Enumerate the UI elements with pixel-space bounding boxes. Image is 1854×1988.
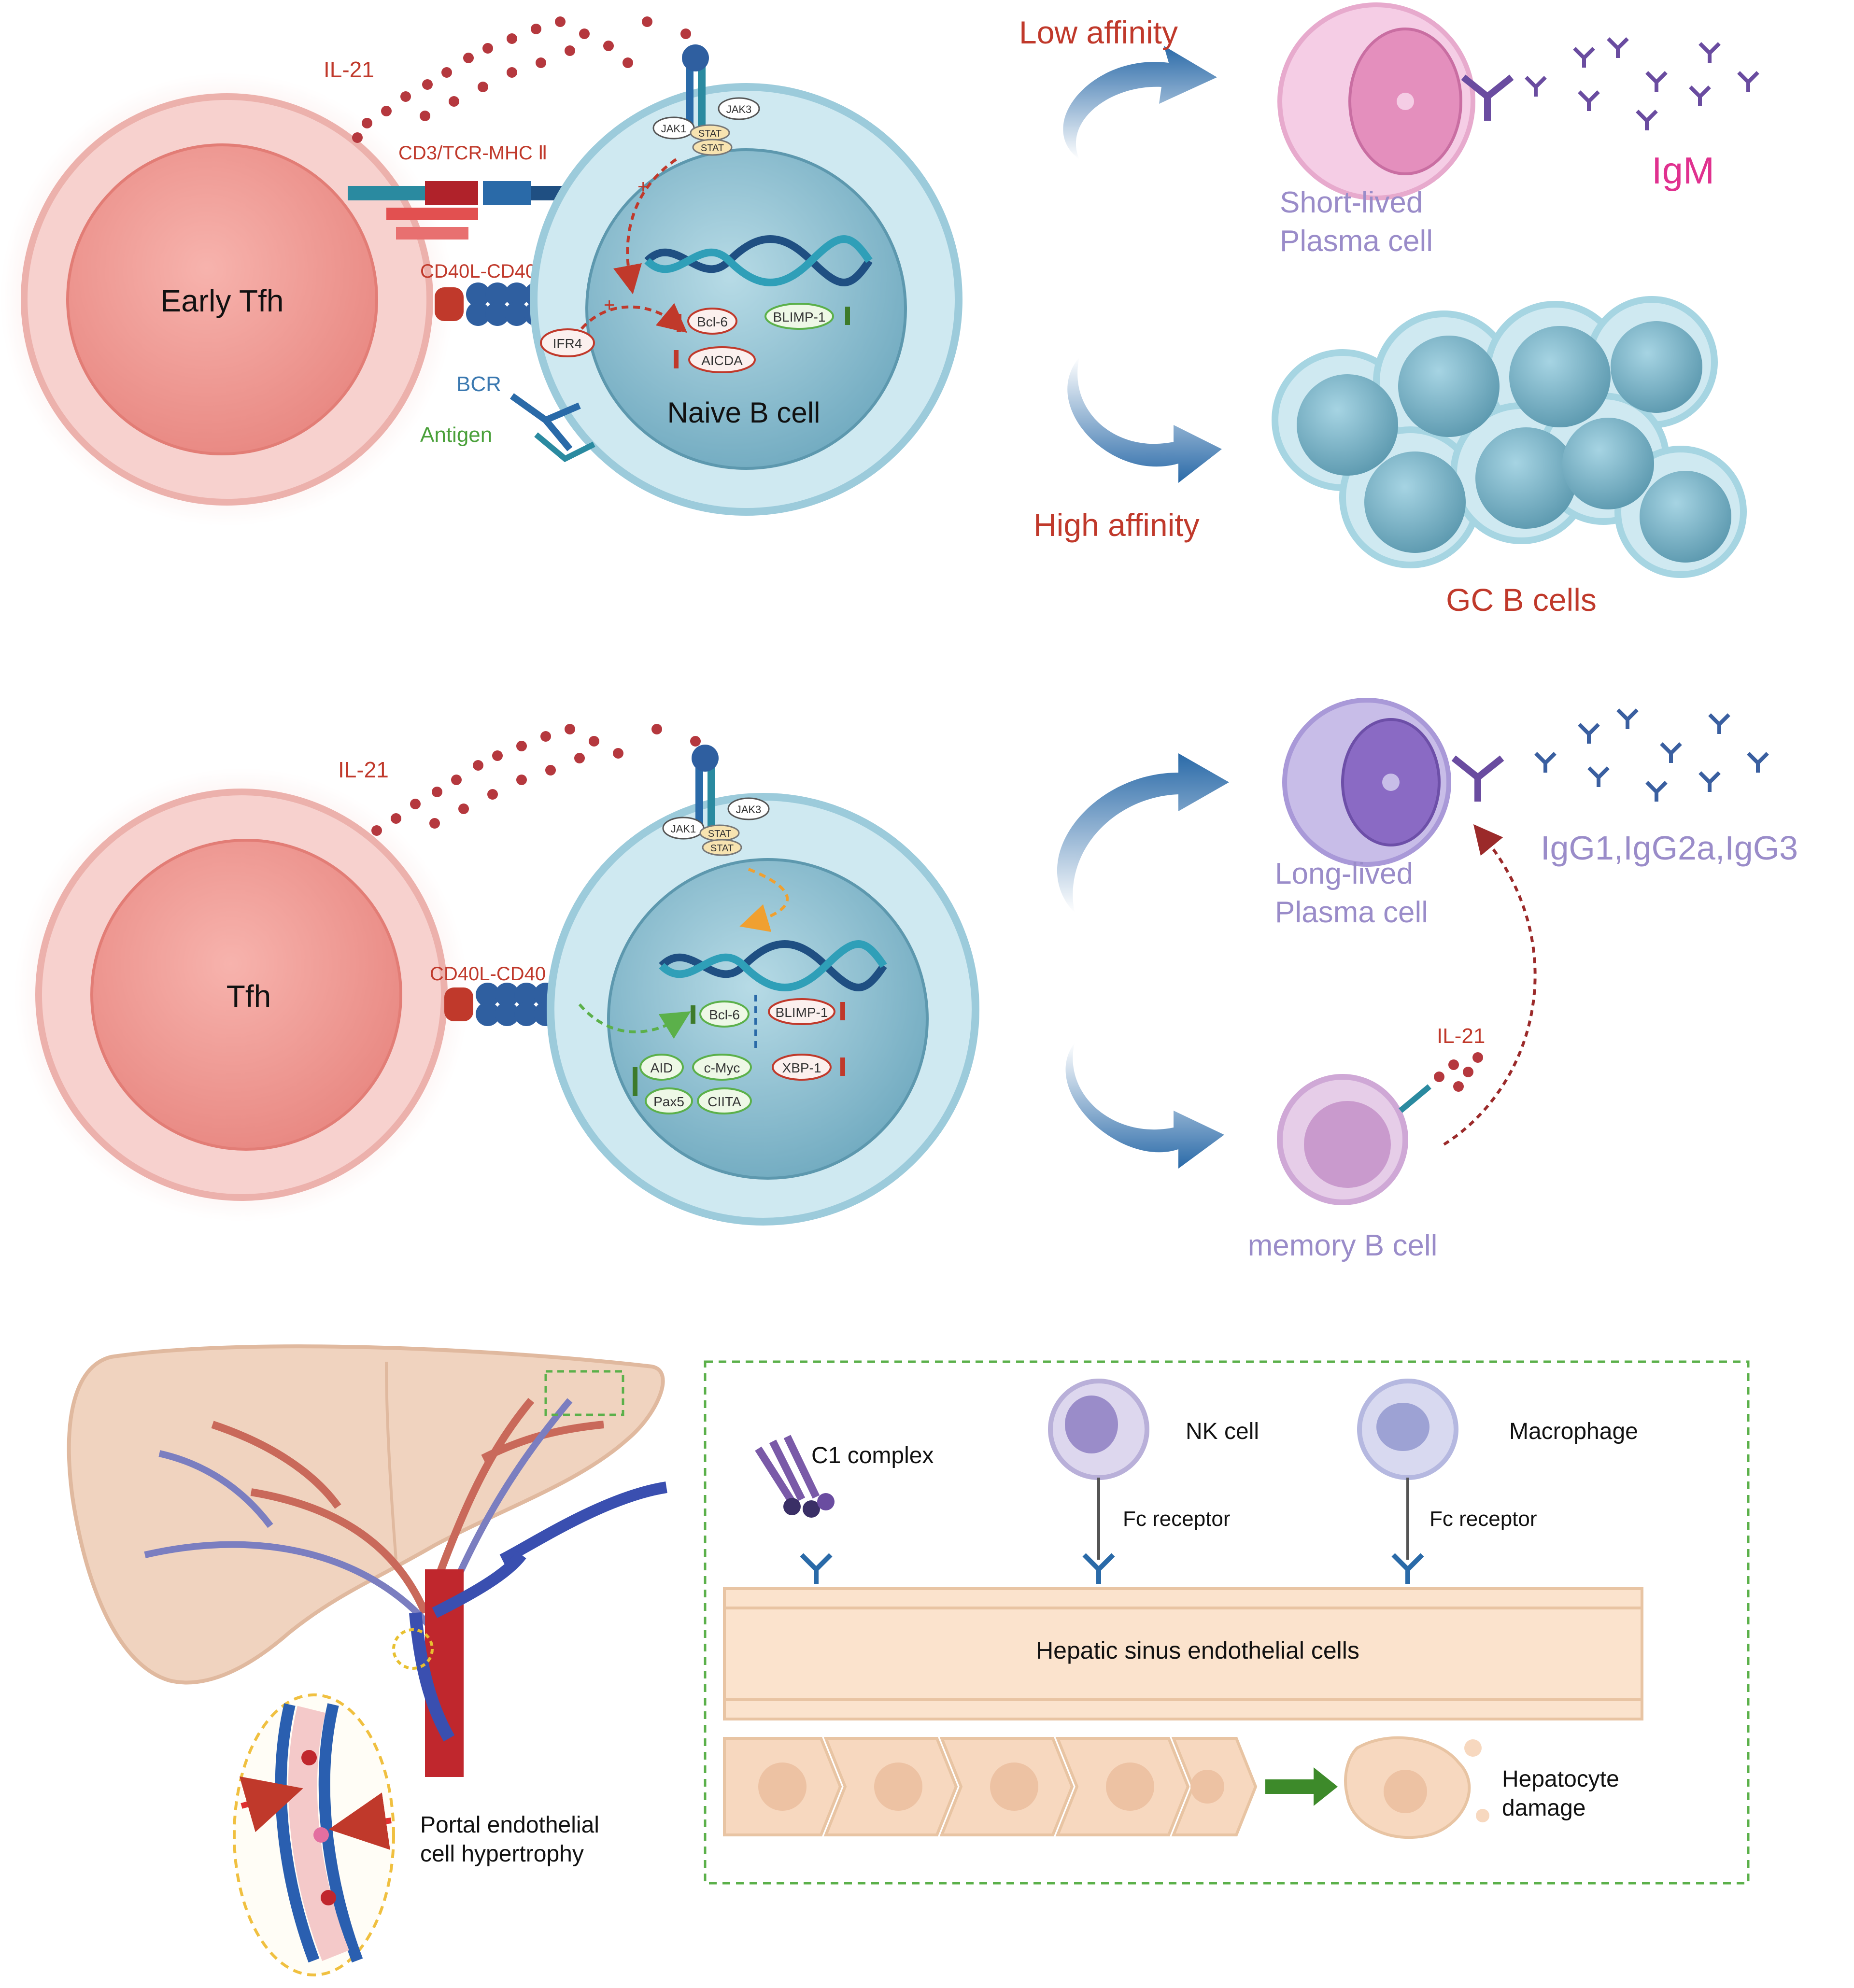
blimp1-label-a: BLIMP-1 — [773, 310, 826, 324]
cd40l-cd40-label-a: CD40L-CD40 — [420, 261, 536, 282]
jak1-label-a: JAK1 — [661, 123, 687, 135]
long-lived-label-2: Plasma cell — [1275, 896, 1428, 929]
high-affinity-label: High affinity — [1033, 507, 1200, 543]
differentiation-arrows-b — [1057, 753, 1229, 1169]
il21-label-b: IL-21 — [338, 757, 389, 782]
cd3-tcr-mhc-label: CD3/TCR-MHC Ⅱ — [398, 142, 548, 164]
fc-receptor-label-2: Fc receptor — [1429, 1507, 1537, 1531]
memory-b-cell-label: memory B cell — [1248, 1229, 1438, 1262]
long-lived-label-1: Long-lived — [1275, 857, 1413, 890]
plus-2: + — [604, 295, 615, 316]
bcl6-label-b: Bcl-6 — [709, 1007, 740, 1022]
long-lived-plasma-cell — [1282, 698, 1504, 867]
c1-complex-label: C1 complex — [811, 1443, 934, 1468]
macrophage-label: Macrophage — [1509, 1419, 1638, 1444]
gc-b-cells-label: GC B cells — [1446, 582, 1597, 618]
aid-label: AID — [651, 1060, 673, 1075]
hepatocyte-damage-label-2: damage — [1502, 1795, 1585, 1821]
igm-antibodies — [1525, 37, 1759, 130]
portal-vessel-detail — [233, 1693, 395, 1976]
il21-dots-a — [352, 16, 701, 143]
panel-b: Tfh IL-21 CD40L-CD40 — [14, 698, 1798, 1262]
il21-dots-b — [371, 724, 710, 836]
nk-cell — [1048, 1379, 1149, 1584]
fc-receptor-label-1: Fc receptor — [1123, 1507, 1231, 1531]
naive-b-cell: Naive B cell JAK1 JAK3 STAT STAT + + Bcl… — [509, 44, 962, 516]
il21-label-memory: IL-21 — [1437, 1024, 1485, 1048]
panel-c: Portal endothelial cell hypertrophy C1 c… — [67, 1344, 1750, 1976]
tcr-mhc-receptors — [348, 181, 575, 240]
bcl6-label-a: Bcl-6 — [697, 314, 728, 329]
hepatic-sinus-label: Hepatic sinus endothelial cells — [1036, 1637, 1359, 1664]
stat-a1-label: STAT — [698, 128, 722, 139]
b-cell-b: JAK1 JAK3 STAT STAT Bcl-6 BLIMP-1 AID c-… — [547, 745, 979, 1226]
hepatocyte-damage-label-1: Hepatocyte — [1502, 1766, 1619, 1792]
plus-1: + — [637, 176, 649, 197]
memory-il21-dots — [1434, 1052, 1483, 1092]
sinusoid-endothelium — [723, 1587, 1643, 1720]
short-lived-label-1: Short-lived — [1280, 186, 1423, 219]
gc-b-cells-cluster — [1272, 296, 1747, 578]
ciita-label: CIITA — [708, 1094, 741, 1109]
low-affinity-label: Low affinity — [1019, 14, 1178, 50]
zoom-box — [704, 1360, 1750, 1885]
ifr4-label: IFR4 — [553, 336, 582, 351]
early-tfh-label: Early Tfh — [161, 283, 284, 318]
liver — [67, 1344, 667, 1777]
jak3-label-a: JAK3 — [726, 103, 752, 115]
naive-b-cell-label: Naive B cell — [667, 396, 821, 429]
memory-b-cell — [1277, 1074, 1431, 1205]
pax5-label: Pax5 — [653, 1094, 684, 1109]
jak1-label-b: JAK1 — [671, 823, 696, 835]
aicda-label: AICDA — [701, 353, 743, 368]
tfh-cell: Tfh — [14, 768, 468, 1222]
panel-a: Early Tfh IL-21 CD3/TCR-MHC Ⅱ CD40L-CD40… — [0, 2, 1759, 618]
blimp1-label-b: BLIMP-1 — [776, 1005, 828, 1020]
antigen-label: Antigen — [420, 423, 492, 447]
short-lived-label-2: Plasma cell — [1280, 225, 1433, 258]
jak3-label-b: JAK3 — [736, 804, 762, 816]
macrophage — [1357, 1379, 1458, 1584]
affinity-arrows-a — [1063, 46, 1222, 483]
igg-antibodies — [1534, 708, 1769, 802]
stat-a2-label: STAT — [701, 143, 724, 154]
short-lived-plasma-cell — [1277, 2, 1514, 200]
c1-complex — [755, 1435, 835, 1584]
tfh-label: Tfh — [226, 979, 271, 1014]
memory-to-plasma-arrow — [1443, 824, 1537, 1146]
bcr-label: BCR — [456, 372, 501, 396]
early-tfh-cell: Early Tfh — [0, 72, 454, 526]
portal-label-1: Portal endothelial — [420, 1812, 599, 1838]
cd40l-cd40-label-b: CD40L-CD40 — [430, 963, 546, 985]
stat-b1-label: STAT — [708, 829, 731, 839]
xbp1-label: XBP-1 — [782, 1060, 821, 1075]
igg-label: IgG1,IgG2a,IgG3 — [1541, 829, 1798, 867]
hepatocytes — [723, 1736, 1489, 1839]
il21-label-a: IL-21 — [324, 57, 374, 82]
nk-cell-label: NK cell — [1186, 1419, 1259, 1444]
igm-label: IgM — [1652, 149, 1714, 192]
stat-b2-label: STAT — [710, 843, 734, 854]
portal-label-2: cell hypertrophy — [420, 1841, 584, 1867]
cmyc-label: c-Myc — [704, 1060, 740, 1075]
